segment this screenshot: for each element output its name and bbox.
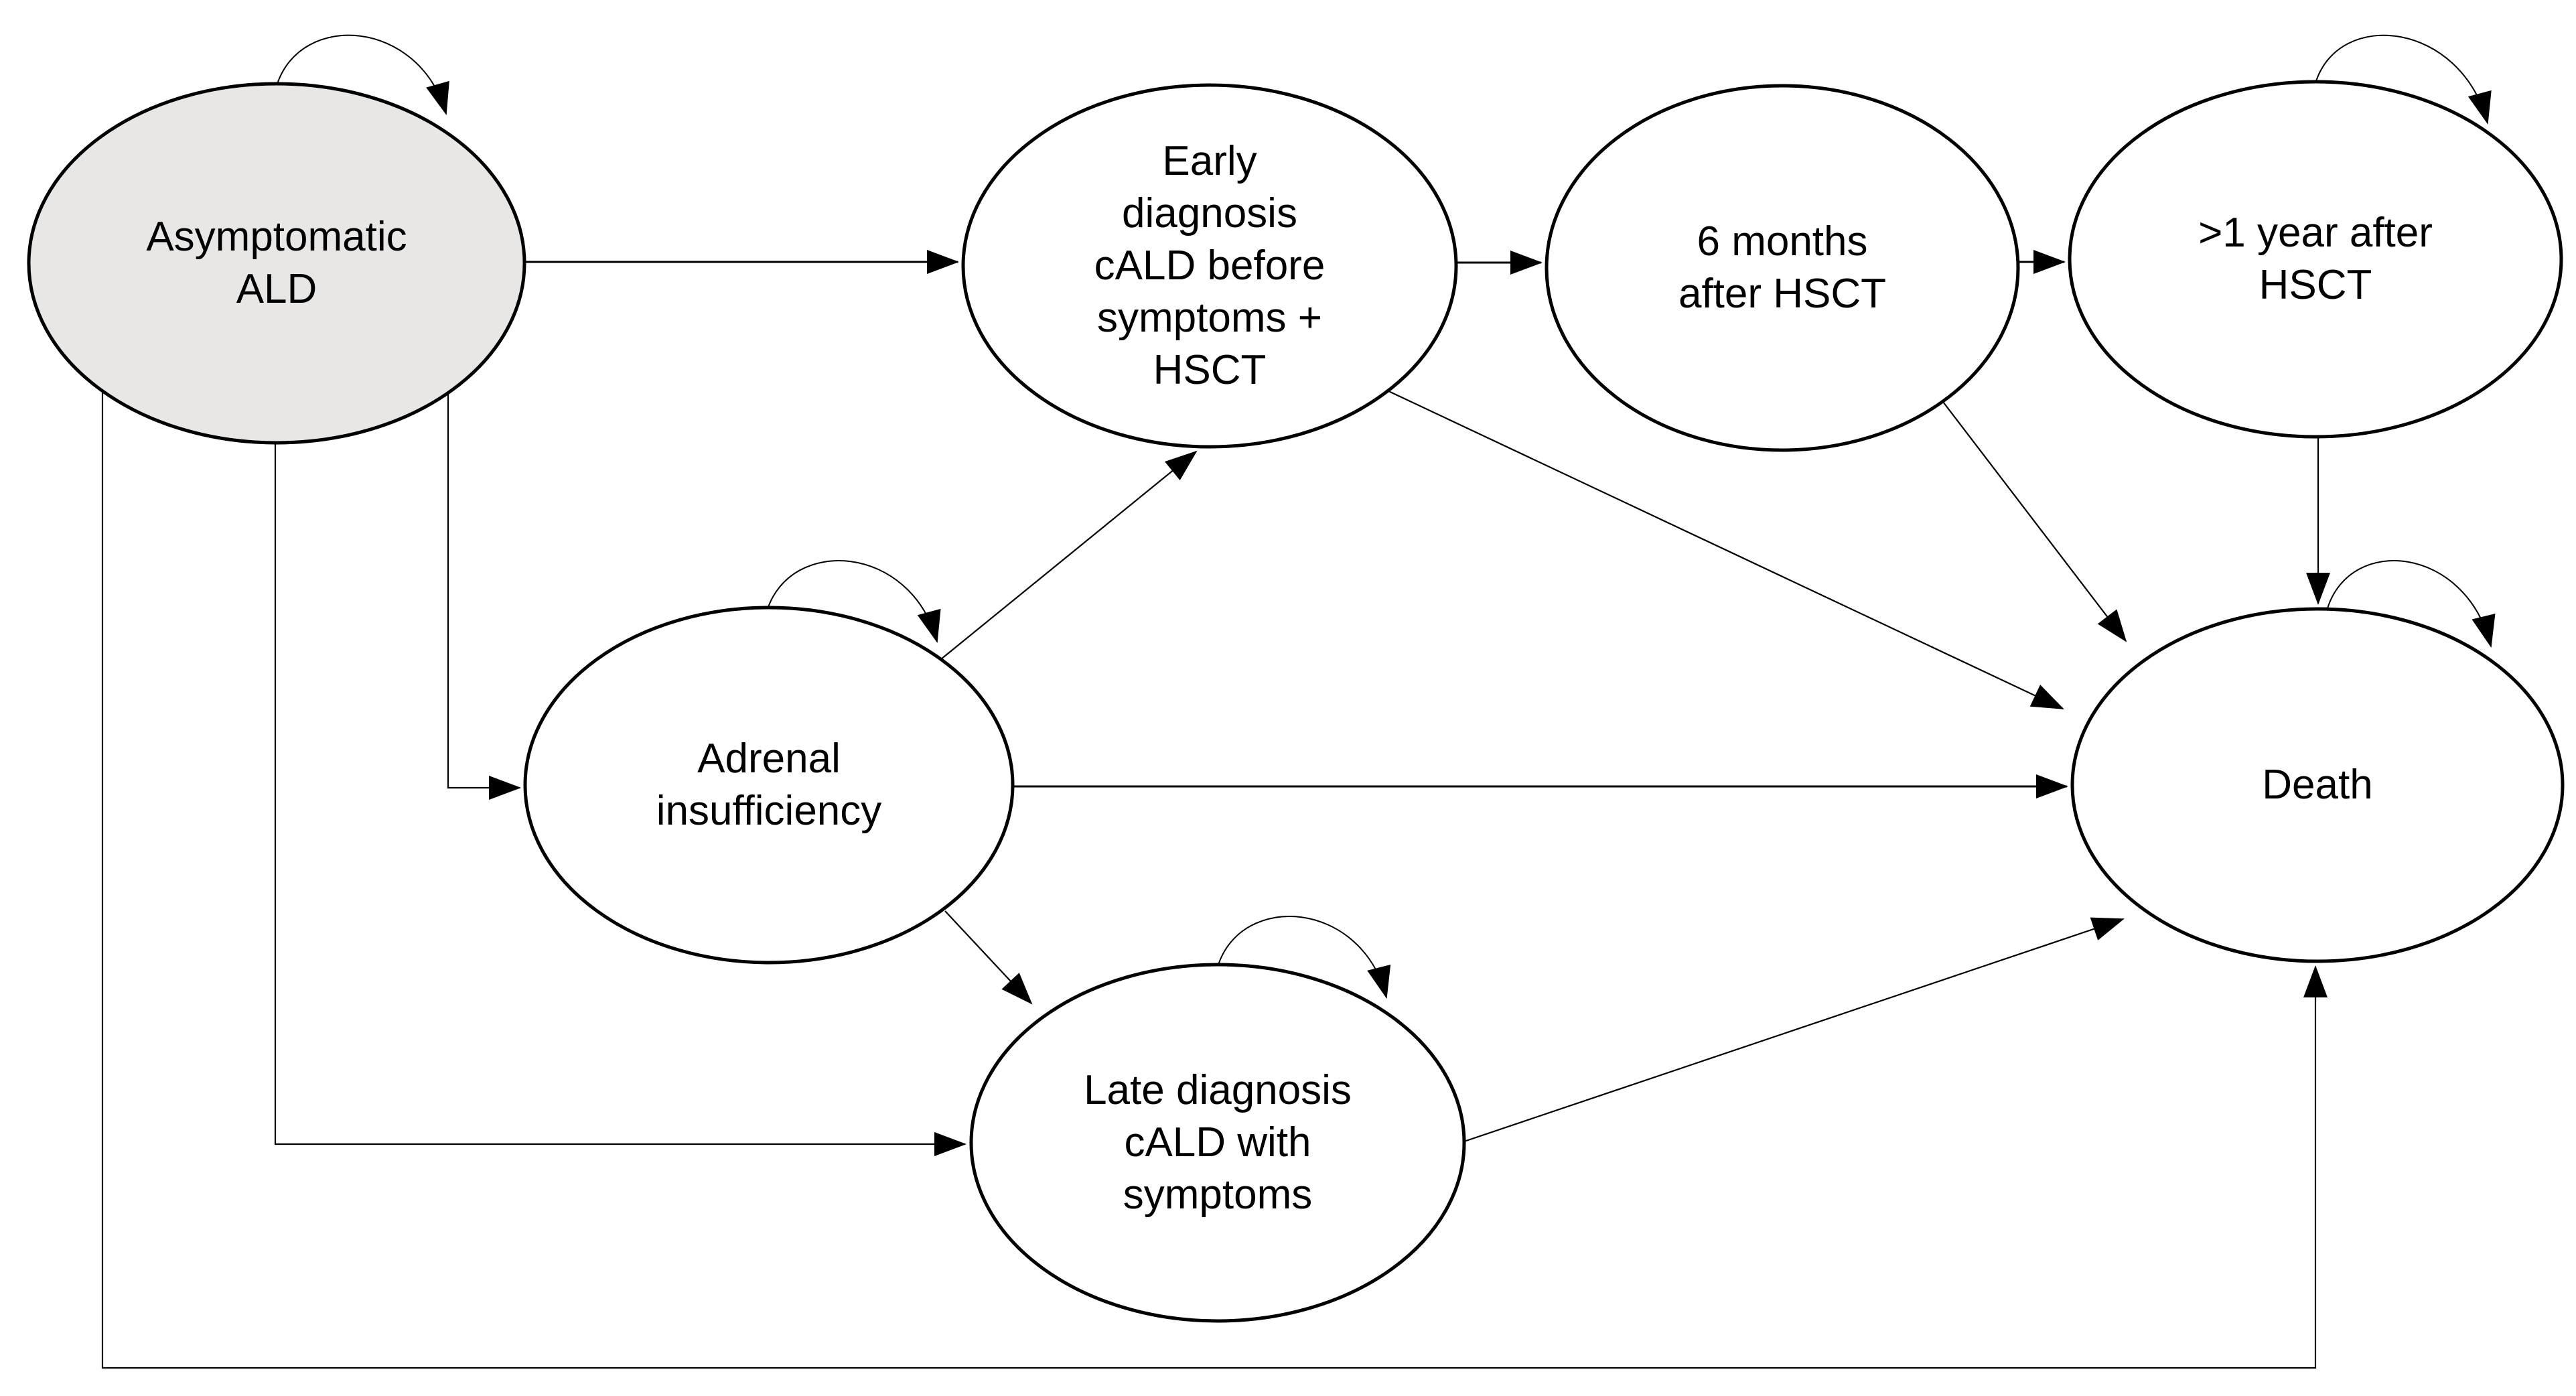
edge-early-diagnosis-to-death-arrow bbox=[1385, 389, 2064, 709]
self-loop-asymptomatic-arrow bbox=[276, 34, 449, 115]
edge-adrenal-to-late-diagnosis-arrow bbox=[944, 910, 1033, 1005]
self-loop-adrenal-arrow bbox=[766, 560, 941, 643]
edge-asymptomatic-to-adrenal-arrow bbox=[447, 394, 521, 800]
node-ellipse-adrenal-insufficiency bbox=[523, 606, 1015, 965]
node-ellipse-early-diagnosis bbox=[961, 83, 1458, 449]
edge-late-diagnosis-to-death-arrow bbox=[1463, 917, 2125, 1143]
self-loop-late-diagnosis-arrow bbox=[1217, 916, 1391, 999]
node-ellipse-death bbox=[2070, 607, 2565, 963]
edge-asymptomatic-to-death-arrow bbox=[101, 393, 2328, 1369]
edge-six-months-to-death-arrow bbox=[1940, 399, 2127, 642]
self-loop-one-year-arrow bbox=[2315, 34, 2492, 125]
node-ellipse-asymptomatic-ald bbox=[27, 82, 526, 445]
edge-asymptomatic-to-late-diagnosis-arrow bbox=[274, 442, 967, 1156]
self-loop-death-arrow bbox=[2327, 560, 2496, 648]
node-ellipse-six-months-after-hsct bbox=[1545, 84, 2020, 452]
node-ellipse-late-diagnosis bbox=[969, 963, 1466, 1323]
edge-adrenal-to-early-diagnosis-arrow bbox=[940, 450, 1198, 660]
node-ellipse-one-year-after-hsct bbox=[2068, 80, 2563, 439]
